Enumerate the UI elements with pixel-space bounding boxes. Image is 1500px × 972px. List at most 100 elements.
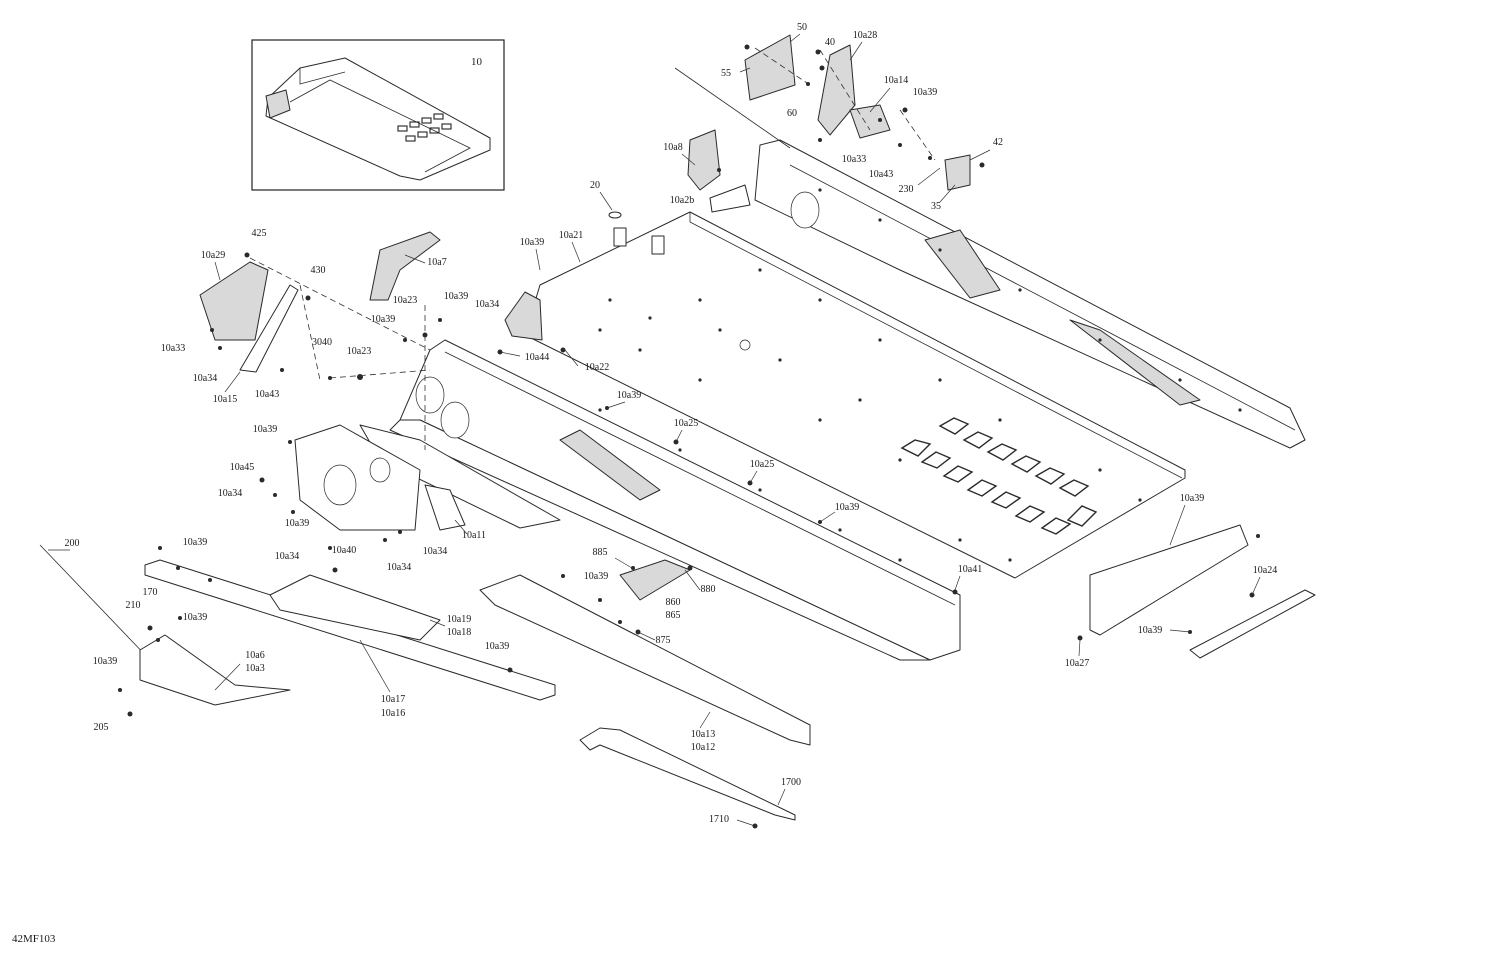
part-35-bracket <box>944 154 971 191</box>
right-side-rail <box>674 67 1306 449</box>
callout-55: 55 <box>721 68 731 79</box>
callout-1700: 1700 <box>781 777 801 788</box>
callout-10a43-left: 10a43 <box>255 389 279 400</box>
callout-10a25-b: 10a25 <box>750 459 774 470</box>
part-10a6-bracket <box>139 634 291 706</box>
callout-10a23-a: 10a23 <box>393 295 417 306</box>
callout-10a13: 10a13 <box>691 729 715 740</box>
inset-overview: 10 <box>251 39 505 191</box>
callout-10a34-c: 10a34 <box>218 488 242 499</box>
callout-labels: 50 40 10a28 55 60 10a14 10a39 10a33 10a4… <box>65 22 1278 825</box>
callout-170: 170 <box>143 587 158 598</box>
callout-10a29: 10a29 <box>201 250 225 261</box>
front-side-plate <box>294 424 421 531</box>
tunnel-post-a <box>613 227 627 247</box>
callout-880: 880 <box>701 584 716 595</box>
part-10a19-frame <box>269 574 441 641</box>
callout-60: 60 <box>787 108 797 119</box>
callout-210: 210 <box>126 600 141 611</box>
tunnel-top-panel <box>504 211 1186 579</box>
callout-50: 50 <box>797 22 807 33</box>
part-10a15-strut <box>239 284 299 373</box>
callout-10a23-b: 10a23 <box>347 346 371 357</box>
part-10a13-rail <box>479 574 811 746</box>
part-10a17-rail <box>144 559 556 701</box>
callout-10a39-a: 10a39 <box>520 237 544 248</box>
callout-875: 875 <box>656 635 671 646</box>
callout-10a14: 10a14 <box>884 75 908 86</box>
callout-10a16: 10a16 <box>381 708 405 719</box>
right-tunnel-side <box>754 139 1306 449</box>
part-50-shield <box>744 34 796 101</box>
part-20-grommet <box>608 211 622 219</box>
callout-10a21: 10a21 <box>559 230 583 241</box>
callout-10a39-i: 10a39 <box>183 537 207 548</box>
left-rail-vent <box>559 429 661 501</box>
callout-10a11: 10a11 <box>462 530 486 541</box>
callout-885: 885 <box>593 547 608 558</box>
callout-10a17: 10a17 <box>381 694 405 705</box>
callout-10a39-top: 10a39 <box>913 87 937 98</box>
callout-230: 230 <box>899 184 914 195</box>
front-left-assembly <box>199 231 466 531</box>
callout-10a28: 10a28 <box>853 30 877 41</box>
callout-10a39-m: 10a39 <box>1138 625 1162 636</box>
left-side-rail <box>359 339 961 661</box>
callout-10a39-c: 10a39 <box>371 314 395 325</box>
callout-10a3: 10a3 <box>245 663 264 674</box>
part-1700-runner <box>579 727 796 821</box>
callout-10a8: 10a8 <box>663 142 682 153</box>
diagram-code: 42MF103 <box>12 933 56 945</box>
callout-10a39-f: 10a39 <box>835 502 859 513</box>
callout-10a33-left: 10a33 <box>161 343 185 354</box>
callout-430: 430 <box>311 265 326 276</box>
tunnel-post-b <box>651 235 665 255</box>
callout-10a34-d: 10a34 <box>423 546 447 557</box>
callout-10a22: 10a22 <box>585 362 609 373</box>
inset-front-plate <box>265 89 291 119</box>
callout-10a33-top: 10a33 <box>842 154 866 165</box>
fasteners <box>118 44 1260 829</box>
callout-10a34-f: 10a34 <box>387 562 411 573</box>
callout-10a34-a: 10a34 <box>475 299 499 310</box>
callout-40: 40 <box>825 37 835 48</box>
callout-865: 865 <box>666 610 681 621</box>
left-tunnel-flange <box>389 419 931 661</box>
tunnel-cooler-slots <box>900 417 1098 535</box>
callout-10a39-l: 10a39 <box>485 641 509 652</box>
callout-10a39-j: 10a39 <box>584 571 608 582</box>
callout-10a19: 10a19 <box>447 614 471 625</box>
tunnel-deck <box>524 211 1186 579</box>
lower-front-components <box>39 524 1316 821</box>
callout-205: 205 <box>94 722 109 733</box>
part-10a11-plate <box>424 484 466 531</box>
part-880-bracket <box>619 559 691 601</box>
callout-10a6: 10a6 <box>245 650 264 661</box>
inset-chassis <box>265 57 491 181</box>
callout-10a34-b: 10a34 <box>193 373 217 384</box>
callout-10a40: 10a40 <box>332 545 356 556</box>
callout-42: 42 <box>993 137 1003 148</box>
callout-860: 860 <box>666 597 681 608</box>
callout-10a45: 10a45 <box>230 462 254 473</box>
callout-10a2b: 10a2b <box>670 195 694 206</box>
part-10a14-block <box>849 104 891 139</box>
callout-10a39-e: 10a39 <box>253 424 277 435</box>
callout-10a39-g: 10a39 <box>1180 493 1204 504</box>
callout-425: 425 <box>252 228 267 239</box>
callout-10a41: 10a41 <box>958 564 982 575</box>
part-rod-upper <box>674 67 791 149</box>
part-10a27-crossmember <box>1089 524 1249 636</box>
callout-20: 20 <box>590 180 600 191</box>
callout-3040: 3040 <box>312 337 332 348</box>
callout-10a39-k: 10a39 <box>183 612 207 623</box>
callout-1710: 1710 <box>709 814 729 825</box>
callout-200: 200 <box>65 538 80 549</box>
callout-10a24: 10a24 <box>1253 565 1277 576</box>
callout-10a43-top: 10a43 <box>869 169 893 180</box>
right-rail-brace <box>1069 319 1201 406</box>
callout-10a39-h: 10a39 <box>285 518 309 529</box>
callout-10a34-e: 10a34 <box>275 551 299 562</box>
callout-10a25-a: 10a25 <box>674 418 698 429</box>
